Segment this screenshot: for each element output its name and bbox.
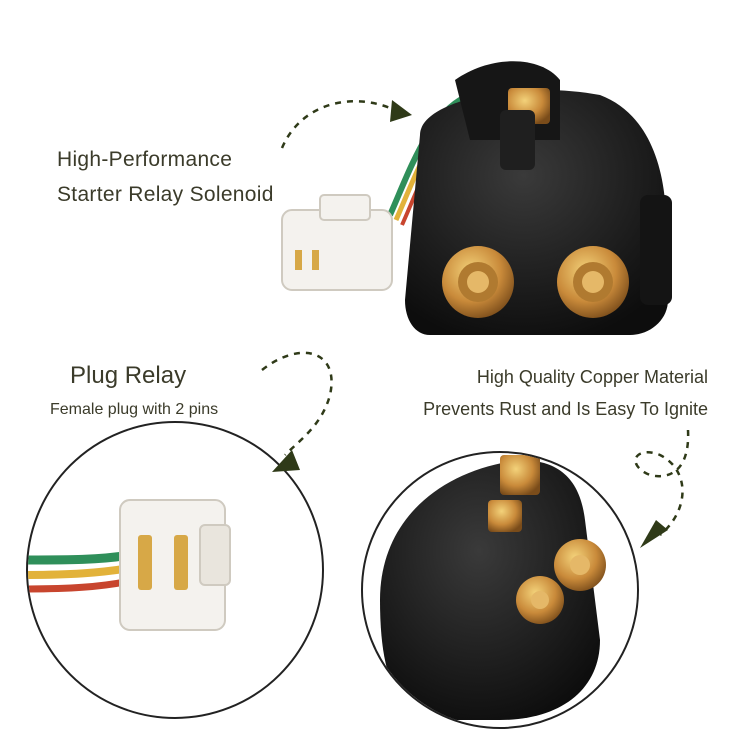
product-title-line2: Starter Relay Solenoid: [57, 183, 274, 206]
product-title-line1: High-Performance: [57, 148, 233, 171]
main-relay-image: [281, 61, 672, 335]
plug-title: Plug Relay: [70, 362, 187, 389]
material-line2: Prevents Rust and Is Easy To Ignite: [423, 399, 708, 419]
main-terminal-left: [442, 246, 514, 318]
copper-circle: [361, 451, 639, 729]
plug-subtitle: Female plug with 2 pins: [50, 401, 219, 418]
arrow-left: [261, 351, 333, 472]
main-terminal-right: [557, 246, 629, 318]
main-connector: [281, 194, 393, 291]
arrow-right: [634, 429, 690, 548]
material-line1: High Quality Copper Material: [476, 367, 708, 387]
arrow-top: [280, 100, 412, 149]
plug-circle: [26, 421, 324, 719]
